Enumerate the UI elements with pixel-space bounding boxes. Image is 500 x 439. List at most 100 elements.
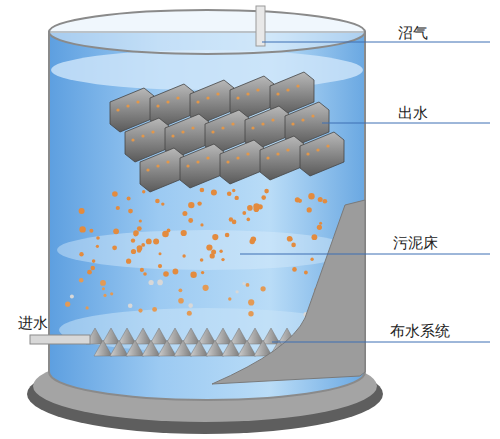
- plate-hole: [251, 126, 254, 129]
- distributor-cone: [110, 340, 128, 356]
- sludge-particle: [232, 189, 235, 192]
- sludge-particle: [79, 226, 85, 232]
- tank-body: [49, 32, 365, 400]
- sludge-particle: [248, 311, 253, 316]
- sludge-particle: [110, 292, 113, 295]
- distributor-cones: [86, 328, 304, 356]
- sludge-particle: [188, 303, 193, 308]
- sludge-particle: [91, 266, 95, 270]
- sludge-particle: [200, 188, 205, 193]
- plate-hole: [316, 148, 319, 151]
- sludge-particle: [96, 245, 99, 248]
- sludge-particle: [102, 287, 105, 290]
- sludge-particle: [307, 207, 312, 212]
- plate-hole: [196, 160, 199, 163]
- sludge-particle: [228, 297, 231, 300]
- sludge-particle: [112, 191, 118, 197]
- sludge-particle: [310, 258, 313, 261]
- separator-plate: [260, 136, 304, 180]
- sludge-particle: [211, 190, 217, 196]
- sludge-particle: [79, 208, 85, 214]
- sludge-particle: [182, 254, 185, 257]
- sludge-particle: [87, 270, 92, 275]
- sludge-particle: [318, 197, 323, 202]
- sludge-particle: [187, 311, 192, 316]
- sludge-particle: [292, 267, 297, 272]
- sludge-particle: [152, 307, 157, 312]
- sludge-particle: [291, 243, 296, 248]
- separator-plate: [220, 140, 264, 184]
- distributor-cone: [118, 328, 136, 344]
- plate-hole: [246, 92, 249, 95]
- sludge-particle: [200, 223, 203, 226]
- sludge-particle: [242, 282, 245, 285]
- plate-hole: [301, 118, 304, 121]
- sludge-particle: [163, 271, 169, 277]
- tank-rim: [49, 10, 365, 54]
- plate-hole: [236, 156, 239, 159]
- plate-hole: [261, 122, 264, 125]
- plate-hole: [166, 100, 169, 103]
- sludge-particle: [182, 211, 187, 216]
- sludge-particle: [253, 203, 259, 209]
- sludge-particle: [142, 190, 145, 193]
- sludge-particle: [79, 278, 84, 283]
- plate-hole: [206, 156, 209, 159]
- sludge-particle: [126, 259, 131, 264]
- distributor-cone: [198, 328, 216, 344]
- sludge-particle: [79, 252, 83, 256]
- sludge-particle: [112, 245, 117, 250]
- inlet-pipe: [30, 335, 90, 344]
- sludge-particle: [225, 233, 230, 238]
- sludge-particle: [65, 302, 70, 307]
- part-label: 污泥床: [393, 234, 438, 252]
- sludge-particle: [261, 195, 266, 200]
- sludge-particle: [139, 219, 142, 222]
- distributor-cone: [158, 340, 176, 356]
- sludge-particle: [141, 243, 145, 247]
- sludge-particle: [127, 197, 131, 201]
- sludge-particle: [181, 230, 187, 236]
- sludge-particle: [264, 189, 269, 194]
- plate-hole: [151, 130, 154, 133]
- plate-hole: [236, 96, 239, 99]
- distributor-cone: [174, 340, 192, 356]
- plate-hole: [226, 160, 229, 163]
- plate-hole: [206, 96, 209, 99]
- separator-plate: [140, 148, 184, 192]
- distributor-cone: [182, 328, 200, 344]
- sludge-particle: [203, 285, 209, 291]
- sludge-particle: [323, 199, 328, 204]
- sludge-particle: [206, 244, 212, 250]
- leader-line: [240, 254, 490, 255]
- plate-hole: [136, 100, 139, 103]
- distributor-cone: [206, 340, 224, 356]
- plate-hole: [221, 126, 224, 129]
- sludge-particle: [312, 234, 318, 240]
- part-label: 进水: [18, 314, 48, 332]
- distributor-cone: [190, 340, 208, 356]
- distributor-cone: [222, 340, 240, 356]
- sludge-particles: [65, 188, 340, 317]
- plate-hole: [246, 152, 249, 155]
- sludge-particle: [200, 258, 204, 262]
- sludge-particle: [304, 271, 308, 275]
- leader-line: [262, 42, 490, 43]
- sludge-particle: [113, 228, 119, 234]
- plate-hole: [296, 84, 299, 87]
- sludge-particle: [179, 288, 183, 292]
- sludge-particle: [308, 193, 314, 199]
- sludge-particle: [96, 236, 100, 240]
- sludge-particle: [137, 226, 142, 231]
- sludge-particle: [319, 222, 322, 225]
- sludge-particle: [143, 272, 147, 276]
- sludge-particle: [157, 280, 163, 286]
- separator-plates: [110, 72, 344, 192]
- plate-hole: [196, 100, 199, 103]
- sludge-particle: [146, 239, 152, 245]
- plate-hole: [141, 134, 144, 137]
- plate-hole: [126, 104, 129, 107]
- sludge-particle: [100, 280, 106, 286]
- sludge-particle: [178, 298, 184, 304]
